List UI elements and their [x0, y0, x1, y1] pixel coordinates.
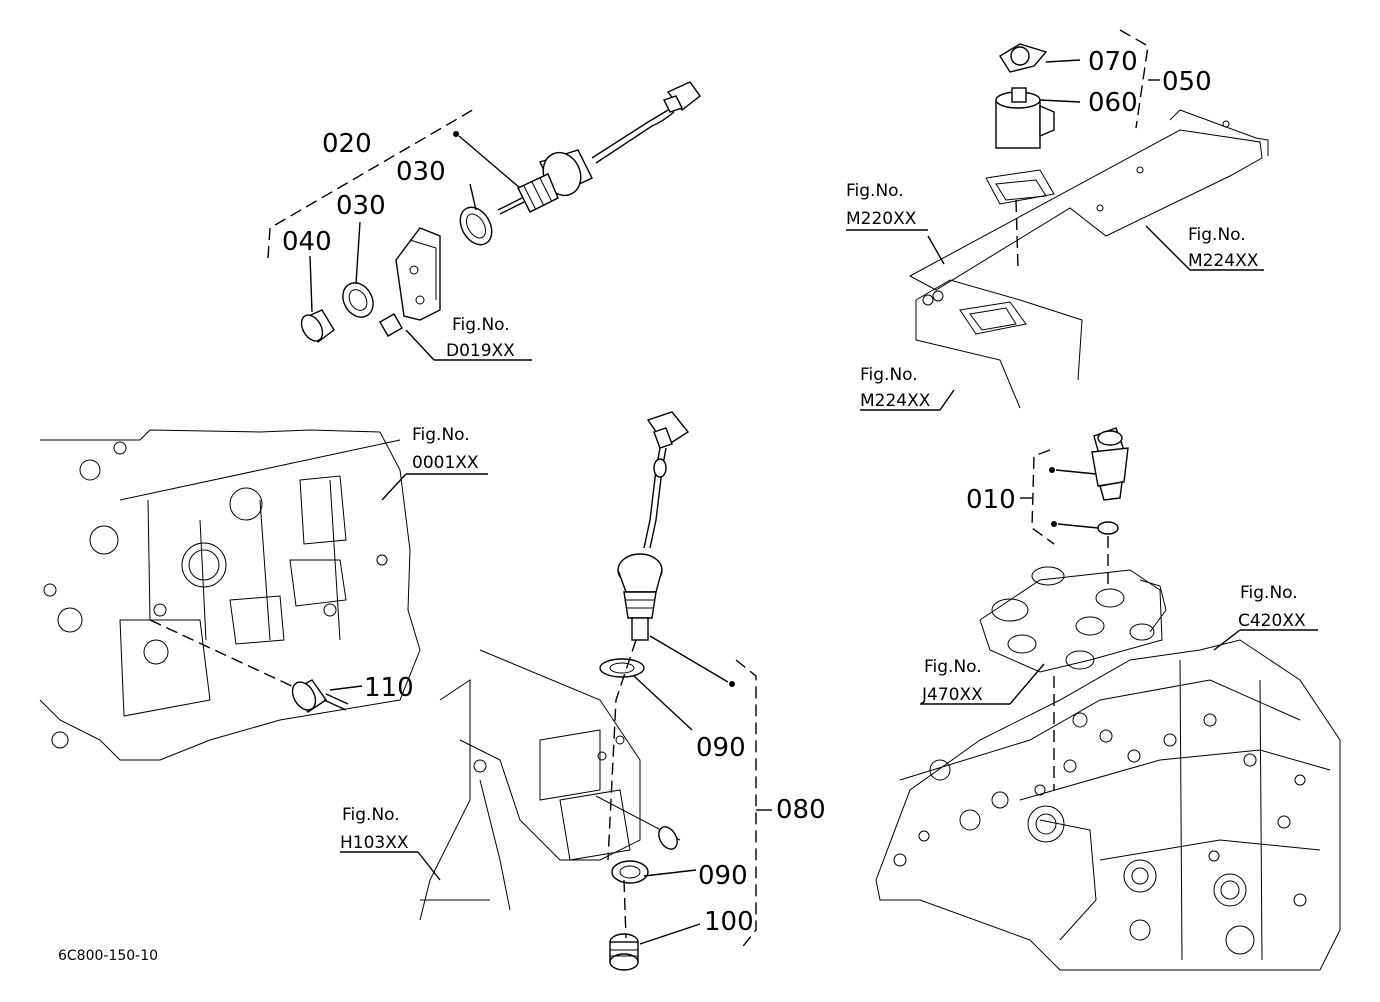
- fig-m220-prefix: Fig.No.: [846, 181, 904, 201]
- label-050: 050: [1162, 67, 1212, 97]
- fig-c420-prefix: Fig.No.: [1240, 583, 1298, 603]
- fig-0001-prefix: Fig.No.: [412, 425, 470, 445]
- sensor-assembly-020: [267, 81, 701, 361]
- sensor-assembly-080: [340, 411, 772, 971]
- solenoid-assembly-050: [908, 29, 1269, 411]
- fig-j470-prefix: Fig.No.: [924, 657, 982, 677]
- label-090-upper: 090: [696, 733, 746, 763]
- fig-m220-code: M220XX: [846, 209, 917, 229]
- label-030-lower: 030: [336, 191, 386, 221]
- label-030-upper: 030: [396, 157, 446, 187]
- fig-c420-code: C420XX: [1238, 611, 1306, 631]
- label-020: 020: [322, 129, 372, 159]
- label-060: 060: [1088, 88, 1138, 118]
- fig-m224-left-code: M224XX: [860, 391, 931, 411]
- fig-m224-right-code: M224XX: [1188, 251, 1259, 271]
- fig-0001-code: 0001XX: [412, 453, 479, 473]
- label-100: 100: [704, 907, 754, 937]
- label-070: 070: [1088, 47, 1138, 77]
- label-110: 110: [364, 673, 414, 703]
- label-010: 010: [966, 485, 1016, 515]
- label-090-lower: 090: [698, 861, 748, 891]
- fig-m224-left-prefix: Fig.No.: [860, 365, 918, 385]
- fig-d019-prefix: Fig.No.: [452, 315, 510, 335]
- fig-j470-code: J470XX: [921, 685, 983, 705]
- fig-h103-prefix: Fig.No.: [342, 805, 400, 825]
- transmission-case: [875, 427, 1341, 971]
- fig-h103-code: H103XX: [340, 833, 409, 853]
- part-number-labels: 020 030 030 040 070 060 050 010 110 090 …: [282, 47, 1212, 937]
- fig-d019-code: D019XX: [446, 341, 515, 361]
- fig-m224-right-prefix: Fig.No.: [1188, 225, 1246, 245]
- label-080: 080: [776, 795, 826, 825]
- label-040: 040: [282, 227, 332, 257]
- engine-block: [39, 429, 488, 761]
- figure-references: Fig.No. D019XX Fig.No. M220XX Fig.No. M2…: [340, 181, 1306, 853]
- drawing-id: 6C800-150-10: [58, 948, 158, 964]
